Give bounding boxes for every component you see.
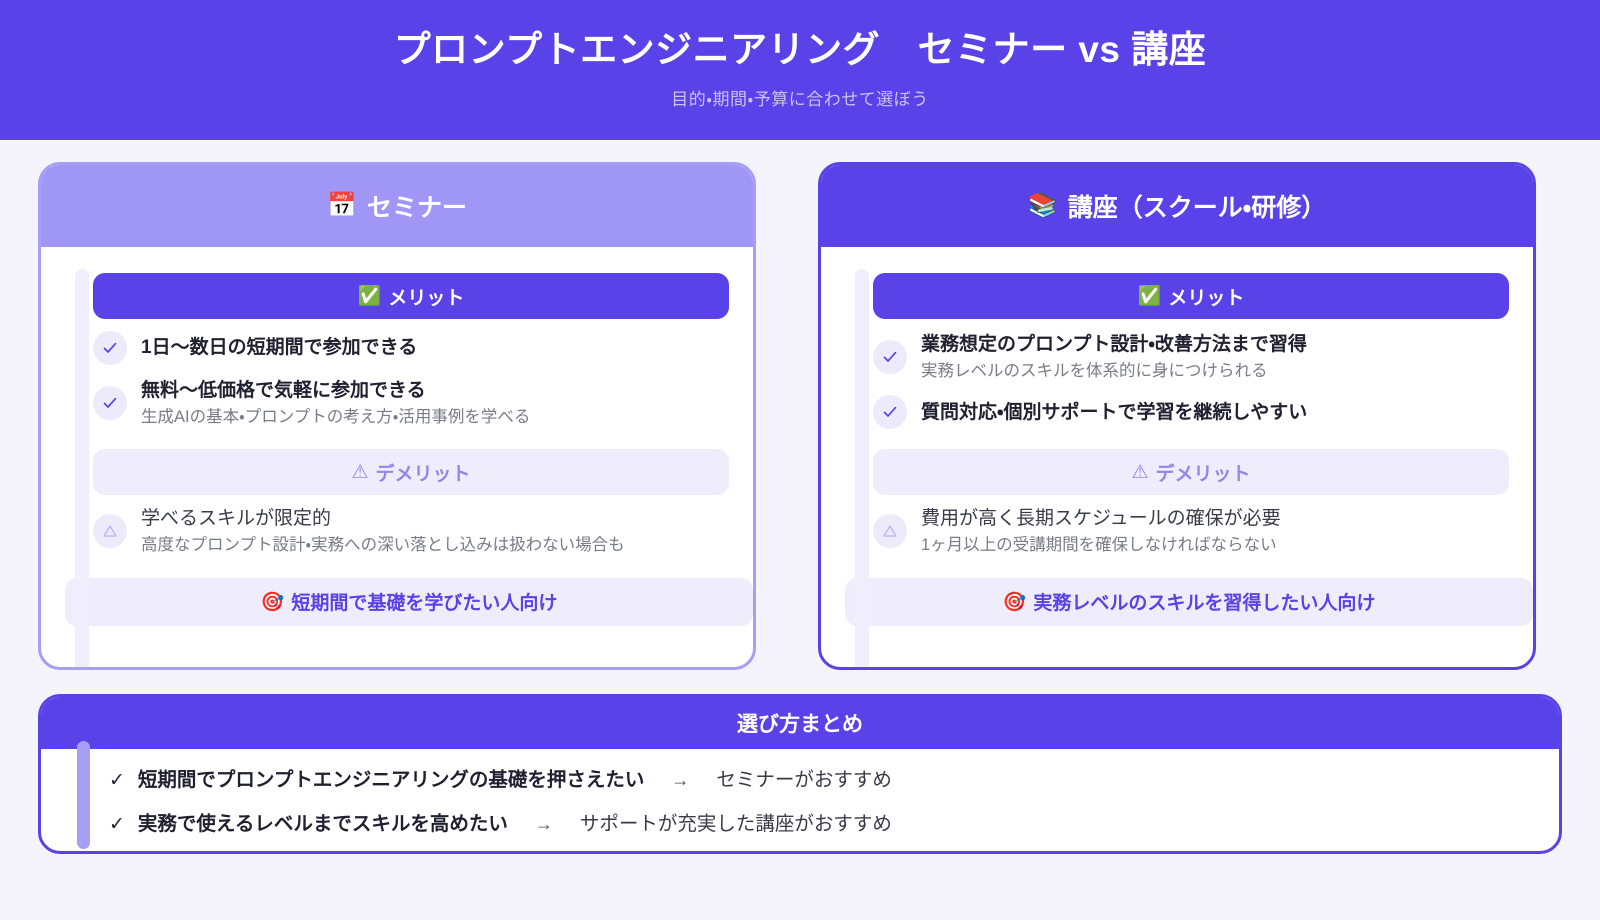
demerit-label: デメリット bbox=[375, 463, 471, 485]
check-icon: ✓ bbox=[109, 814, 125, 835]
warning-icon: ⚠ bbox=[351, 461, 369, 483]
comparison-row: 📅 セミナー ✅ メリット 1日〜数日の短期間で参加できる bbox=[0, 140, 1600, 670]
card-course-title: 講座（スクール・研修） bbox=[1067, 194, 1327, 222]
books-icon: 📚 bbox=[1027, 192, 1058, 219]
card-seminar-body: ✅ メリット 1日〜数日の短期間で参加できる 無料〜低価格で気軽に参加できる 生… bbox=[41, 247, 753, 667]
item-title: 業務想定のプロンプト設計・改善方法まで習得 bbox=[921, 334, 1307, 355]
card-rail bbox=[855, 269, 869, 667]
list-item: 業務想定のプロンプト設計・改善方法まで習得 実務レベルのスキルを体系的に身につけ… bbox=[873, 325, 1509, 389]
item-subtitle: 1ヶ月以上の受講期間を確保しなければならない bbox=[921, 535, 1277, 554]
card-seminar-footer: 🎯 短期間で基礎を学びたい人向け bbox=[65, 577, 753, 626]
card-course-footer: 🎯 実務レベルのスキルを習得したい人向け bbox=[845, 577, 1533, 626]
page-subtitle: 目的・期間・予算に合わせて選ぼう bbox=[671, 89, 929, 109]
summary-row-result: サポートが充実した講座がおすすめ bbox=[579, 813, 892, 835]
card-rail bbox=[75, 269, 89, 667]
card-seminar-title: セミナー bbox=[366, 194, 467, 222]
summary-row-text: 実務で使えるレベルまでスキルを高めたい bbox=[137, 813, 508, 835]
item-title: 1日〜数日の短期間で参加できる bbox=[141, 337, 418, 359]
check-icon: ✓ bbox=[109, 770, 125, 791]
page-title: プロンプトエンジニアリング セミナー vs 講座 bbox=[393, 29, 1207, 71]
list-item: 学べるスキルが限定的 高度なプロンプト設計・実務への深い落とし込みは扱わない場合… bbox=[93, 499, 729, 563]
list-item: 1日〜数日の短期間で参加できる bbox=[93, 325, 729, 371]
item-subtitle: 生成AIの基本・プロンプトの考え方・活用事例を学べる bbox=[141, 407, 531, 426]
check-mark-icon: ✅ bbox=[357, 286, 382, 307]
summary-accent-bar bbox=[77, 741, 90, 849]
summary-row: ✓ 短期間でプロンプトエンジニアリングの基礎を押さえたい → セミナーがおすすめ bbox=[109, 763, 1559, 807]
merit-band-course: ✅ メリット bbox=[873, 273, 1509, 319]
check-mark-icon: ✅ bbox=[1137, 286, 1162, 307]
item-subtitle: 実務レベルのスキルを体系的に身につけられる bbox=[921, 361, 1268, 380]
card-seminar-header: 📅 セミナー bbox=[41, 165, 753, 247]
merit-band-seminar: ✅ メリット bbox=[93, 273, 729, 319]
card-footer-text: 実務レベルのスキルを習得したい人向け bbox=[1033, 593, 1376, 615]
page-header: プロンプトエンジニアリング セミナー vs 講座 目的・期間・予算に合わせて選ぼ… bbox=[0, 0, 1600, 140]
summary-body: ✓ 短期間でプロンプトエンジニアリングの基礎を押さえたい → セミナーがおすすめ… bbox=[41, 741, 1559, 851]
warning-triangle-icon bbox=[93, 514, 127, 549]
card-course[interactable]: 📚 講座（スクール・研修） ✅ メリット 業務想定のプロンプト設計・改善方法まで… bbox=[818, 162, 1536, 670]
warning-icon: ⚠ bbox=[1131, 461, 1149, 483]
demerit-label: デメリット bbox=[1155, 463, 1251, 485]
item-title: 学べるスキルが限定的 bbox=[141, 508, 332, 530]
arrow-right-icon: → bbox=[671, 770, 690, 790]
demerit-band-course: ⚠ デメリット bbox=[873, 449, 1509, 496]
check-circle-icon bbox=[873, 340, 907, 375]
check-circle-icon bbox=[93, 331, 127, 365]
item-title: 質問対応・個別サポートで学習を継続しやすい bbox=[921, 401, 1308, 423]
list-item: 質問対応・個別サポートで学習を継続しやすい bbox=[873, 389, 1509, 435]
summary-row-result: セミナーがおすすめ bbox=[716, 769, 892, 791]
summary-row-text: 短期間でプロンプトエンジニアリングの基礎を押さえたい bbox=[137, 769, 645, 791]
merit-label: メリット bbox=[1168, 287, 1245, 309]
target-icon: 🎯 bbox=[260, 591, 285, 613]
card-course-body: ✅ メリット 業務想定のプロンプト設計・改善方法まで習得 実務レベルのスキルを体… bbox=[821, 247, 1533, 667]
item-title: 費用が高く長期スケジュールの確保が必要 bbox=[921, 508, 1281, 530]
demerit-band-seminar: ⚠ デメリット bbox=[93, 449, 729, 496]
item-subtitle: 高度なプロンプト設計・実務への深い落とし込みは扱わない場合も bbox=[141, 535, 625, 554]
summary-title: 選び方まとめ bbox=[41, 697, 1559, 749]
list-item: 費用が高く長期スケジュールの確保が必要 1ヶ月以上の受講期間を確保しなければなら… bbox=[873, 499, 1509, 563]
item-title: 無料〜低価格で気軽に参加できる bbox=[141, 380, 426, 401]
summary-card: 選び方まとめ ✓ 短期間でプロンプトエンジニアリングの基礎を押さえたい → セミ… bbox=[38, 694, 1562, 854]
card-footer-text: 短期間で基礎を学びたい人向け bbox=[291, 593, 558, 615]
calendar-icon: 📅 bbox=[327, 192, 357, 219]
list-item: 無料〜低価格で気軽に参加できる 生成AIの基本・プロンプトの考え方・活用事例を学… bbox=[93, 371, 729, 435]
target-icon: 🎯 bbox=[1002, 591, 1027, 613]
merit-label: メリット bbox=[388, 287, 465, 309]
check-circle-icon bbox=[93, 386, 127, 421]
card-seminar[interactable]: 📅 セミナー ✅ メリット 1日〜数日の短期間で参加できる bbox=[38, 162, 756, 670]
check-circle-icon bbox=[873, 395, 907, 430]
arrow-right-icon: → bbox=[534, 814, 553, 834]
warning-triangle-icon bbox=[873, 514, 907, 549]
summary-row: ✓ 実務で使えるレベルまでスキルを高めたい → サポートが充実した講座がおすすめ bbox=[109, 807, 1559, 851]
card-course-header: 📚 講座（スクール・研修） bbox=[821, 165, 1533, 247]
